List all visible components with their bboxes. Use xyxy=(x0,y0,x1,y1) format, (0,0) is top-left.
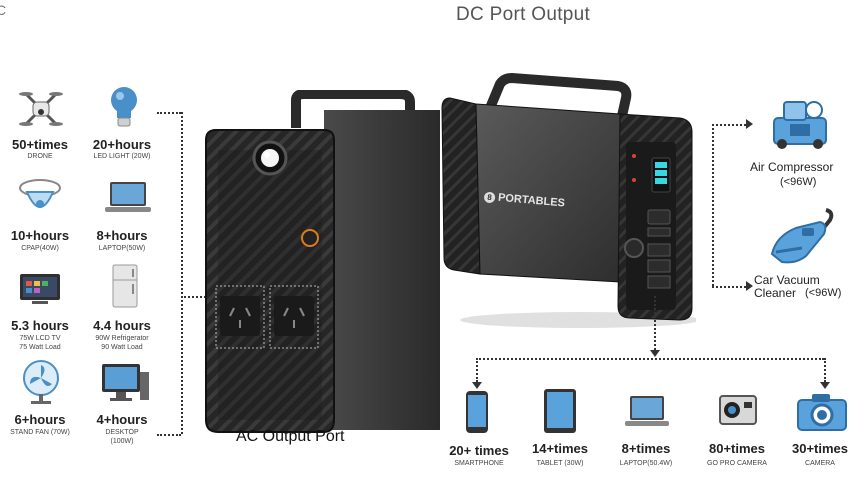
ac-item-small: (100W) xyxy=(110,438,134,445)
dc-side-sub: (<96W) xyxy=(780,176,817,188)
ac-item-big: 5.3 hours xyxy=(11,318,69,333)
tv-icon xyxy=(18,272,62,306)
laptop-icon xyxy=(104,180,152,216)
usb-item-big: 30+times xyxy=(791,441,848,456)
ac-item-small: LED LIGHT (20W) xyxy=(93,153,151,160)
ac-item-small: 90 Watt Load xyxy=(101,344,143,351)
brand-mark-icon: 8 xyxy=(483,191,496,204)
smartphone-icon xyxy=(464,390,490,434)
arrow-right-icon xyxy=(746,119,753,129)
ac-item-small: DRONE xyxy=(27,153,53,160)
ac-connector-top xyxy=(157,112,181,114)
ac-item-small: CPAP(40W) xyxy=(21,245,59,252)
car-vacuum-icon xyxy=(766,206,838,266)
arrow-down-icon xyxy=(650,350,660,357)
dc-connector-bottom xyxy=(712,286,750,288)
camera-icon xyxy=(796,392,848,432)
ac-item-small: 75 Watt Load xyxy=(19,344,61,351)
cpap-mask-icon xyxy=(17,178,63,220)
usb-connector-horizontal xyxy=(476,358,824,360)
ac-output-port-label: AC Output Port xyxy=(236,428,345,445)
usb-item-small: SMARTPHONE xyxy=(454,460,504,467)
stand-fan-icon xyxy=(20,360,62,406)
power-station-dc-view xyxy=(430,68,700,330)
usb-item-big: 8+times xyxy=(621,441,671,456)
ac-item-big: 50+times xyxy=(11,137,68,152)
ac-item-small: 75W LCD TV xyxy=(19,335,61,342)
usb-item-big: 20+ times xyxy=(449,443,509,458)
ac-connector-vertical xyxy=(181,112,183,434)
ac-item-small: STAND FAN (70W) xyxy=(10,429,70,436)
cropped-title-fragment: C xyxy=(0,2,7,18)
gopro-camera-icon xyxy=(718,390,758,430)
led-bulb-icon xyxy=(108,86,140,130)
dc-side-title: Car Vacuum Cleaner xyxy=(754,273,820,300)
desktop-icon xyxy=(100,362,150,404)
ac-item-small: DESKTOP xyxy=(105,429,139,436)
arrow-right-icon xyxy=(746,281,753,291)
tablet-icon xyxy=(542,388,578,434)
arrow-down-icon xyxy=(820,382,830,389)
usb-connector-stem xyxy=(654,296,656,354)
ac-item-big: 10+hours xyxy=(10,228,70,243)
ac-item-small: LAPTOP(50W) xyxy=(98,245,146,252)
usb-item-small: LAPTOP(50.4W) xyxy=(619,460,673,467)
ac-item-big: 4.4 hours xyxy=(93,318,151,333)
dc-side-title: Air Compressor xyxy=(750,160,834,174)
dc-port-output-title: DC Port Output xyxy=(456,4,591,25)
ac-item-big: 8+hours xyxy=(96,228,148,243)
air-compressor-icon xyxy=(768,96,832,150)
power-station-ac-side xyxy=(204,89,440,435)
ac-item-big: 4+hours xyxy=(96,412,148,427)
arrow-down-icon xyxy=(472,382,482,389)
usb-item-small: CAMERA xyxy=(805,460,835,467)
ac-item-big: 20+hours xyxy=(92,137,152,152)
ac-item-small: 90W Refrigerator xyxy=(95,335,149,342)
usb-connector-left xyxy=(476,358,478,382)
ac-connector-to-port xyxy=(181,296,213,298)
usb-item-big: 14+times xyxy=(531,441,588,456)
usb-item-small: GO PRO CAMERA xyxy=(707,460,767,467)
ac-connector-bottom xyxy=(157,434,181,436)
usb-connector-right xyxy=(824,358,826,382)
laptop-icon xyxy=(624,394,670,430)
drone-icon xyxy=(18,86,64,132)
usb-item-small: TABLET (30W) xyxy=(536,460,584,467)
usb-item-big: 80+times xyxy=(708,441,765,456)
refrigerator-icon xyxy=(112,264,138,308)
dc-connector-top xyxy=(712,124,750,126)
dc-side-sub: (<96W) xyxy=(805,287,842,299)
ac-item-big: 6+hours xyxy=(14,412,66,427)
dc-connector-vertical xyxy=(712,124,714,286)
